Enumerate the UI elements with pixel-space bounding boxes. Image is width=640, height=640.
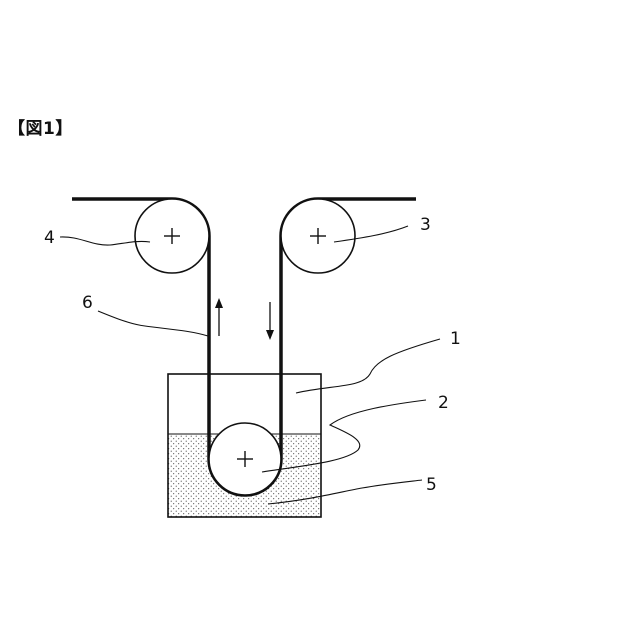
up-arrow [215,298,223,336]
takeup-roller [135,199,209,273]
label-2: 2 [438,393,449,413]
feed-roller [281,199,355,273]
label-4: 4 [44,228,55,248]
label-6: 6 [82,293,93,313]
label-1: 1 [450,329,461,349]
leader-line-1 [296,339,440,393]
down-arrow [266,302,274,340]
leader-line-6 [98,311,208,336]
label-5: 5 [426,475,437,495]
immersion-roller [209,423,281,495]
label-3: 3 [420,215,431,235]
